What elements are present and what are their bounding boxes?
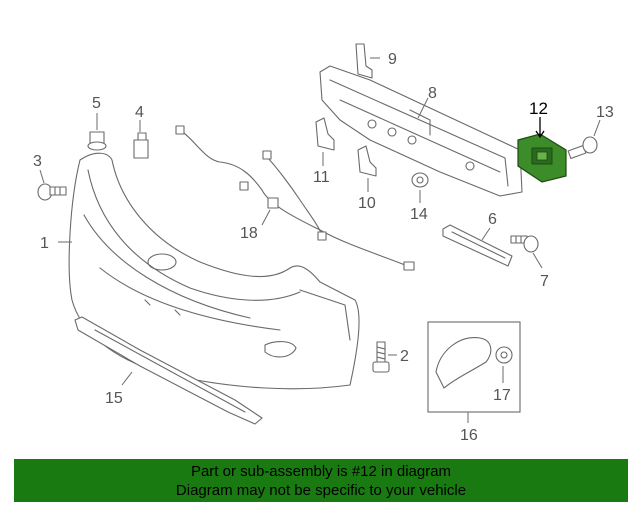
callout-17: 17 xyxy=(493,387,511,404)
leader-lines xyxy=(39,57,601,423)
footer-line-1: Part or sub-assembly is #12 in diagram xyxy=(190,463,452,480)
clip-4 xyxy=(133,132,149,159)
callout-9: 9 xyxy=(388,51,397,68)
callout-15: 15 xyxy=(105,390,123,407)
retainer-5 xyxy=(87,131,107,151)
callout-8: 8 xyxy=(428,85,437,102)
callout-6: 6 xyxy=(488,211,497,228)
callout-10: 10 xyxy=(358,195,376,212)
reflector-6 xyxy=(442,224,513,267)
screw-3 xyxy=(37,183,67,201)
harness-18 xyxy=(175,125,415,271)
callout-3: 3 xyxy=(33,153,42,170)
footer-line-2: Diagram may not be specific to your vehi… xyxy=(175,482,467,499)
bolt-2 xyxy=(372,341,390,373)
nut-14 xyxy=(411,172,429,188)
bracket-11 xyxy=(315,117,335,151)
callout-18: 18 xyxy=(240,225,258,242)
callout-12: 12 xyxy=(529,99,548,118)
screw-13 xyxy=(567,136,598,160)
callout-2: 2 xyxy=(400,348,409,365)
parts-diagram: 1 2 3 4 5 6 7 8 9 10 11 12 13 14 15 16 1… xyxy=(33,43,614,444)
screw-7 xyxy=(510,235,539,253)
absorber-8 xyxy=(319,65,523,197)
lower-strip-15 xyxy=(74,316,263,425)
callout-labels: 1 2 3 4 5 6 7 8 9 10 11 12 13 14 15 16 1… xyxy=(33,51,614,444)
callout-7: 7 xyxy=(540,273,549,290)
bumper-cover xyxy=(68,152,360,390)
bracket-10 xyxy=(357,145,377,177)
callout-4: 4 xyxy=(135,104,144,121)
sensor-bracket-12 xyxy=(517,133,567,183)
callout-16: 16 xyxy=(460,427,478,444)
bracket-9 xyxy=(355,43,373,79)
sub-assembly-box-16 xyxy=(427,321,521,413)
callout-13: 13 xyxy=(596,104,614,121)
callout-11: 11 xyxy=(313,169,330,186)
callout-14: 14 xyxy=(410,206,428,223)
footer-banner: Part or sub-assembly is #12 in diagram D… xyxy=(14,459,628,502)
callout-1: 1 xyxy=(40,235,49,252)
callout-5: 5 xyxy=(92,95,101,112)
